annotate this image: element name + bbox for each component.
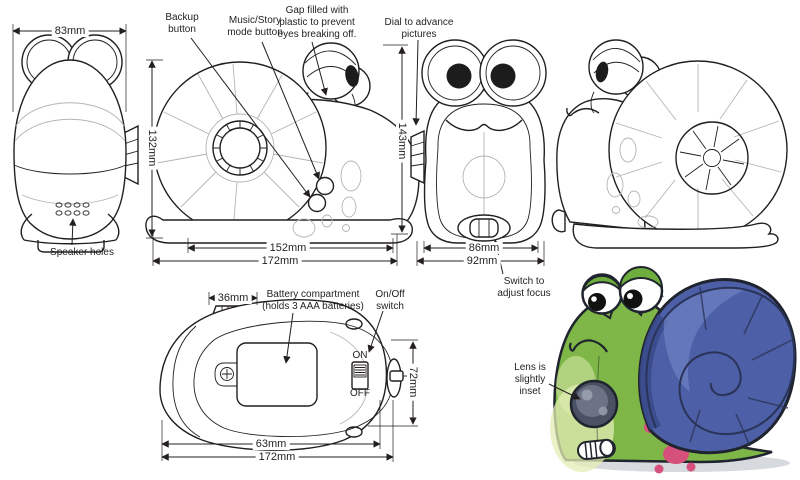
dim-front-height: 143mm (396, 119, 408, 163)
speaker-holes-label: Speaker holes (50, 247, 114, 258)
dim-top-body-length: 63mm (252, 438, 290, 450)
dim-front-overall-width: 92mm (463, 255, 501, 267)
eye-pupil-right (490, 63, 516, 89)
advance-dial (410, 129, 425, 185)
music-story-button-label: Music/Story mode button (227, 15, 283, 38)
backup-button (307, 193, 327, 213)
on-off-switch (351, 361, 369, 390)
battery-compartment (214, 342, 318, 407)
front-view-drawing (383, 39, 547, 275)
dim-dial-width: 36mm (214, 292, 252, 304)
eye-pupil (345, 65, 359, 87)
lens-inset-label: Lens is slightly inset (514, 362, 546, 397)
eye-pupil-left (446, 63, 472, 89)
top-view-drawing (159, 292, 418, 462)
focus-switch-render (576, 438, 616, 460)
dim-back-width: 83mm (51, 25, 89, 37)
snail-eyes (581, 266, 664, 315)
dim-top-depth: 72mm (407, 363, 419, 401)
dim-side-height: 132mm (146, 126, 158, 170)
lens-front (462, 155, 506, 199)
left-side-view-drawing (145, 37, 420, 266)
backup-button-label: Backup button (165, 12, 199, 35)
dim-front-body-width: 86mm (465, 242, 503, 254)
focus-switch (457, 214, 511, 242)
colour-render-drawing (548, 266, 797, 474)
gap-note-label: Gap filled with plastic to prevent eyes … (277, 5, 357, 40)
music-story-button (315, 176, 335, 196)
eye-pupil (595, 61, 609, 83)
smile (568, 339, 608, 353)
switch-off-text: OFF (350, 388, 370, 399)
speaker-holes (55, 202, 90, 216)
shell-spiral (153, 61, 327, 235)
dim-top-overall-length: 172mm (255, 451, 299, 463)
lens-render (569, 379, 619, 429)
switch-on-text: ON (352, 350, 368, 361)
focus-switch-label: Switch to adjust focus (497, 276, 551, 299)
battery-compartment-label: Battery compartment (holds 3 AAA batteri… (262, 289, 364, 312)
side-dial-top (386, 358, 408, 398)
back-view-drawing (12, 24, 139, 253)
screw (220, 367, 234, 381)
advance-dial-label: Dial to advance pictures (384, 17, 454, 40)
dim-side-body-width: 152mm (266, 242, 310, 254)
dim-side-overall-width: 172mm (258, 255, 302, 267)
shell-ring (212, 120, 268, 176)
shell-spiral-line (645, 286, 796, 436)
on-off-switch-label: On/Off switch (375, 289, 405, 312)
right-side-view-drawing (551, 39, 788, 249)
